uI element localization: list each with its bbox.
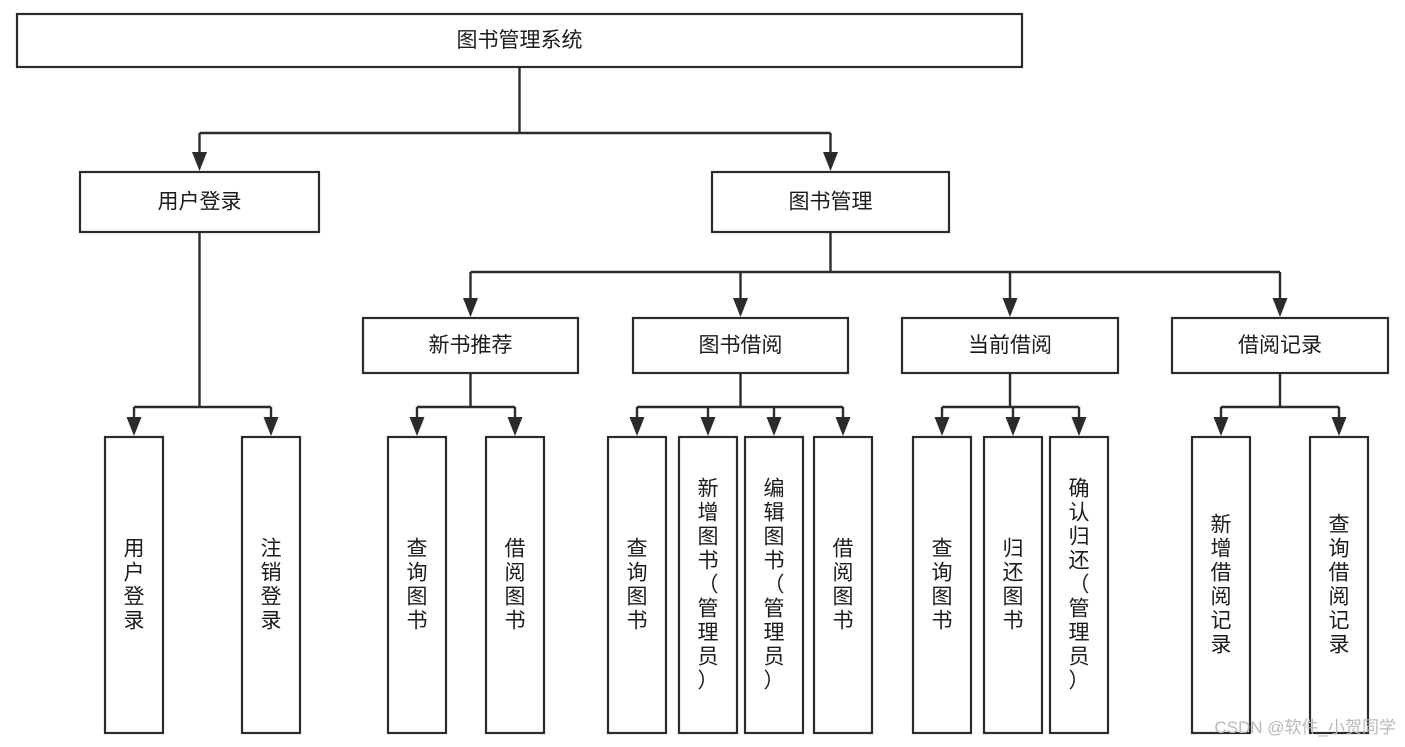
arrow-head-icon xyxy=(766,417,782,436)
node-box[interactable] xyxy=(1308,435,1370,735)
node-label: 新书推荐 xyxy=(429,334,513,357)
node-box[interactable] xyxy=(900,316,1120,375)
node-box[interactable] xyxy=(1048,435,1110,735)
arrow-head-icon xyxy=(835,417,851,436)
arrow-head-icon xyxy=(1005,417,1021,436)
node-label: 查询图书 xyxy=(627,538,648,633)
node-label: 借阅图书 xyxy=(833,538,854,633)
node-label: 注销登录 xyxy=(261,538,282,633)
arrow-head-icon xyxy=(409,417,425,436)
node-box[interactable] xyxy=(982,435,1044,735)
node-leaf-9[interactable]: 查询图书 xyxy=(911,435,973,735)
node-label: 编辑图书（管理员） xyxy=(764,478,785,693)
node-leaf-10[interactable]: 归还图书 xyxy=(982,435,1044,735)
node-level2-2[interactable]: 图书管理 xyxy=(710,170,951,234)
node-box[interactable] xyxy=(631,316,850,375)
arrow-head-icon xyxy=(733,298,748,317)
node-label: 图书管理系统 xyxy=(457,29,583,52)
node-leaf-1[interactable]: 用户登录 xyxy=(103,435,165,735)
node-label: 当前借阅 xyxy=(968,334,1052,357)
arrow-head-icon xyxy=(629,417,645,436)
node-box[interactable] xyxy=(677,435,739,735)
node-leaf-7[interactable]: 编辑图书（管理员） xyxy=(743,435,805,735)
node-level3-2[interactable]: 图书借阅 xyxy=(631,316,850,375)
node-level3-4[interactable]: 借阅记录 xyxy=(1170,316,1390,375)
node-level2-1[interactable]: 用户登录 xyxy=(78,170,321,234)
node-box[interactable] xyxy=(911,435,973,735)
arrow-head-icon xyxy=(1002,298,1018,317)
node-label: 用户登录 xyxy=(124,538,145,633)
watermark-text: CSDN @软件_小贺同学 xyxy=(1214,718,1396,737)
node-label: 归还图书 xyxy=(1003,538,1024,633)
node-label: 用户登录 xyxy=(158,191,242,214)
node-box[interactable] xyxy=(812,435,874,735)
arrow-head-icon xyxy=(126,417,142,436)
node-layer: 图书管理系统用户登录图书管理新书推荐图书借阅当前借阅借阅记录用户登录注销登录查询… xyxy=(15,12,1390,735)
arrow-head-icon xyxy=(192,152,207,171)
node-leaf-4[interactable]: 借阅图书 xyxy=(484,435,546,735)
node-label: 查询图书 xyxy=(407,538,428,633)
node-leaf-5[interactable]: 查询图书 xyxy=(606,435,668,735)
node-leaf-13[interactable]: 查询借阅记录 xyxy=(1308,435,1370,735)
node-root-system[interactable]: 图书管理系统 xyxy=(15,12,1024,69)
arrow-head-icon xyxy=(463,298,478,317)
connector-layer xyxy=(126,67,1347,436)
node-leaf-8[interactable]: 借阅图书 xyxy=(812,435,874,735)
arrow-head-icon xyxy=(1213,417,1229,436)
node-box[interactable] xyxy=(361,316,580,375)
node-label: 确认归还（管理员） xyxy=(1069,478,1090,693)
arrow-head-icon xyxy=(263,417,279,436)
arrow-head-icon xyxy=(934,417,950,436)
node-box[interactable] xyxy=(710,170,951,234)
node-box[interactable] xyxy=(240,435,302,735)
node-leaf-11[interactable]: 确认归还（管理员） xyxy=(1048,435,1110,735)
node-box[interactable] xyxy=(1170,316,1390,375)
arrow-head-icon xyxy=(507,417,523,436)
node-leaf-3[interactable]: 查询图书 xyxy=(386,435,448,735)
node-box[interactable] xyxy=(78,170,321,234)
node-box[interactable] xyxy=(15,12,1024,69)
arrow-head-icon xyxy=(1331,417,1347,436)
node-label: 新增图书（管理员） xyxy=(698,478,719,693)
node-label: 新增借阅记录 xyxy=(1211,514,1232,657)
node-box[interactable] xyxy=(386,435,448,735)
node-label: 图书管理 xyxy=(789,191,873,214)
node-label: 查询借阅记录 xyxy=(1329,514,1350,657)
node-leaf-6[interactable]: 新增图书（管理员） xyxy=(677,435,739,735)
node-box[interactable] xyxy=(103,435,165,735)
node-level3-1[interactable]: 新书推荐 xyxy=(361,316,580,375)
node-label: 借阅记录 xyxy=(1238,334,1322,357)
node-box[interactable] xyxy=(743,435,805,735)
arrow-head-icon xyxy=(823,152,838,171)
arrow-head-icon xyxy=(700,417,716,436)
node-leaf-2[interactable]: 注销登录 xyxy=(240,435,302,735)
arrow-head-icon xyxy=(1071,417,1087,436)
node-box[interactable] xyxy=(484,435,546,735)
node-label: 图书借阅 xyxy=(699,334,783,357)
node-level3-3[interactable]: 当前借阅 xyxy=(900,316,1120,375)
arrow-head-icon xyxy=(1272,298,1288,317)
node-label: 借阅图书 xyxy=(505,538,526,633)
node-box[interactable] xyxy=(606,435,668,735)
node-label: 查询图书 xyxy=(932,538,953,633)
node-leaf-12[interactable]: 新增借阅记录 xyxy=(1190,435,1252,735)
node-box[interactable] xyxy=(1190,435,1252,735)
